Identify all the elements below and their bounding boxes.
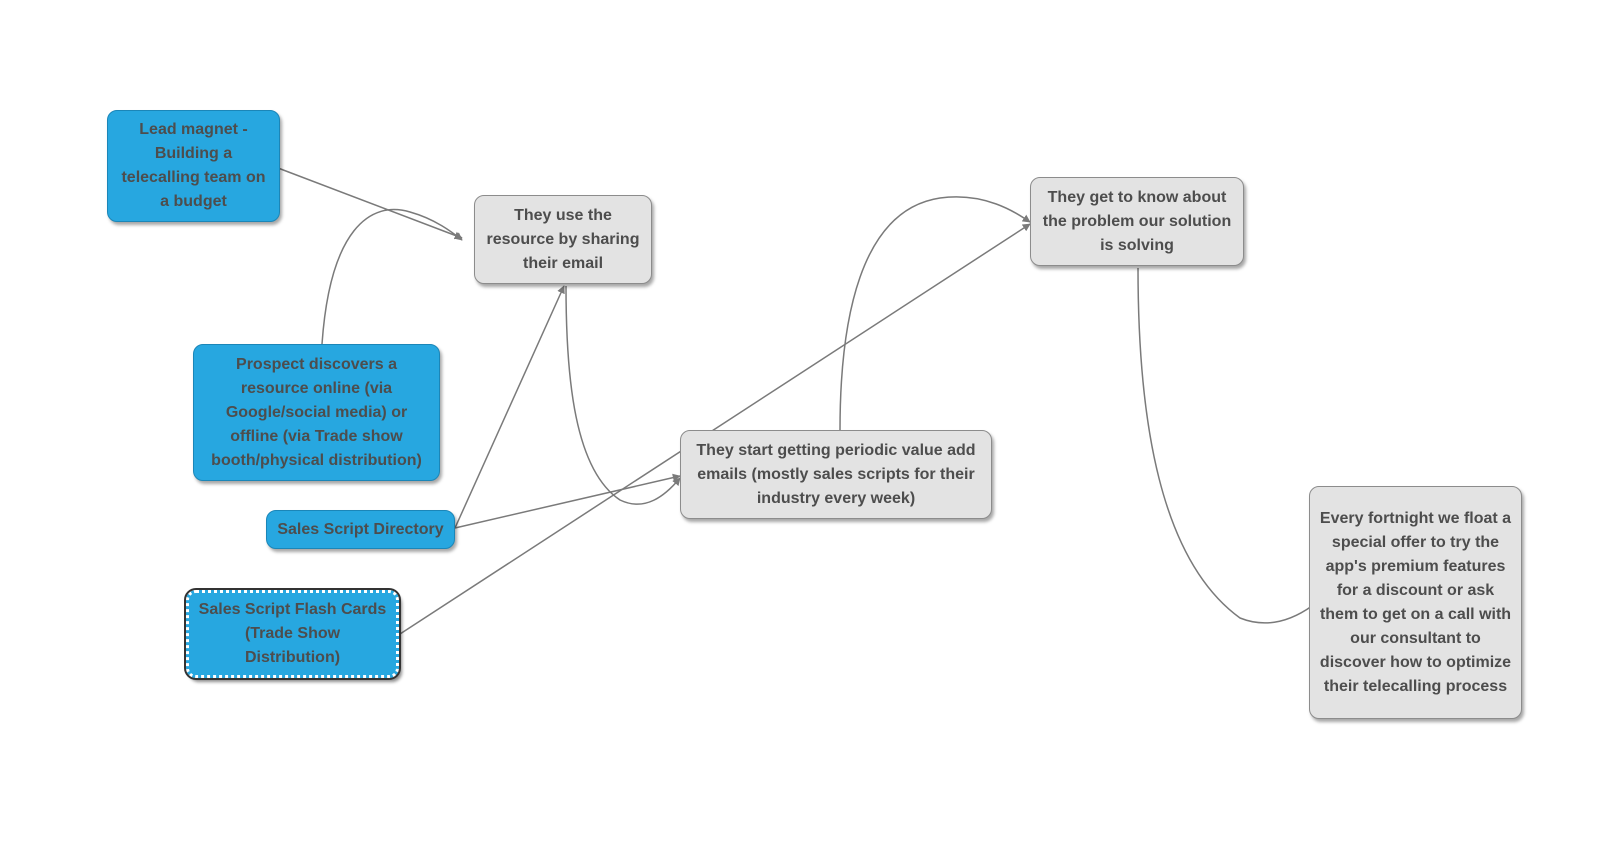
edge-directory-to-use-resource <box>454 285 565 529</box>
node-sales-script-flash-cards-label: Sales Script Flash Cards (Trade Show Dis… <box>198 601 387 666</box>
node-know-problem-label: They get to know about the problem our s… <box>1042 188 1232 254</box>
node-special-offer-label: Every fortnight we float a special offer… <box>1319 509 1512 695</box>
node-periodic-emails[interactable]: They start getting periodic value add em… <box>680 430 992 519</box>
node-know-problem[interactable]: They get to know about the problem our s… <box>1030 177 1244 266</box>
node-prospect-discovers[interactable]: Prospect discovers a resource online (vi… <box>193 344 440 481</box>
edge-flash-cards-to-know-problem <box>399 223 1031 635</box>
node-lead-magnet[interactable]: Lead magnet - Building a telecalling tea… <box>107 110 280 222</box>
node-sales-script-directory[interactable]: Sales Script Directory <box>266 510 455 549</box>
node-prospect-discovers-label: Prospect discovers a resource online (vi… <box>211 355 422 469</box>
node-periodic-emails-label: They start getting periodic value add em… <box>696 441 976 507</box>
node-special-offer[interactable]: Every fortnight we float a special offer… <box>1309 486 1522 719</box>
node-sales-script-flash-cards[interactable]: Sales Script Flash Cards (Trade Show Dis… <box>184 588 401 680</box>
edge-use-resource-to-periodic-emails <box>565 285 681 505</box>
node-use-resource-label: They use the resource by sharing their e… <box>486 206 640 272</box>
node-lead-magnet-label: Lead magnet - Building a telecalling tea… <box>121 121 266 210</box>
edge-lead-magnet-to-use-resource <box>277 167 463 240</box>
edge-directory-to-periodic-emails <box>454 473 681 529</box>
edge-know-problem-to-special-offer <box>1137 267 1313 624</box>
edge-prospect-to-use-resource <box>321 208 463 345</box>
node-use-resource[interactable]: They use the resource by sharing their e… <box>474 195 652 284</box>
edge-periodic-emails-to-know-problem <box>839 196 1031 431</box>
node-sales-script-directory-label: Sales Script Directory <box>277 520 444 538</box>
